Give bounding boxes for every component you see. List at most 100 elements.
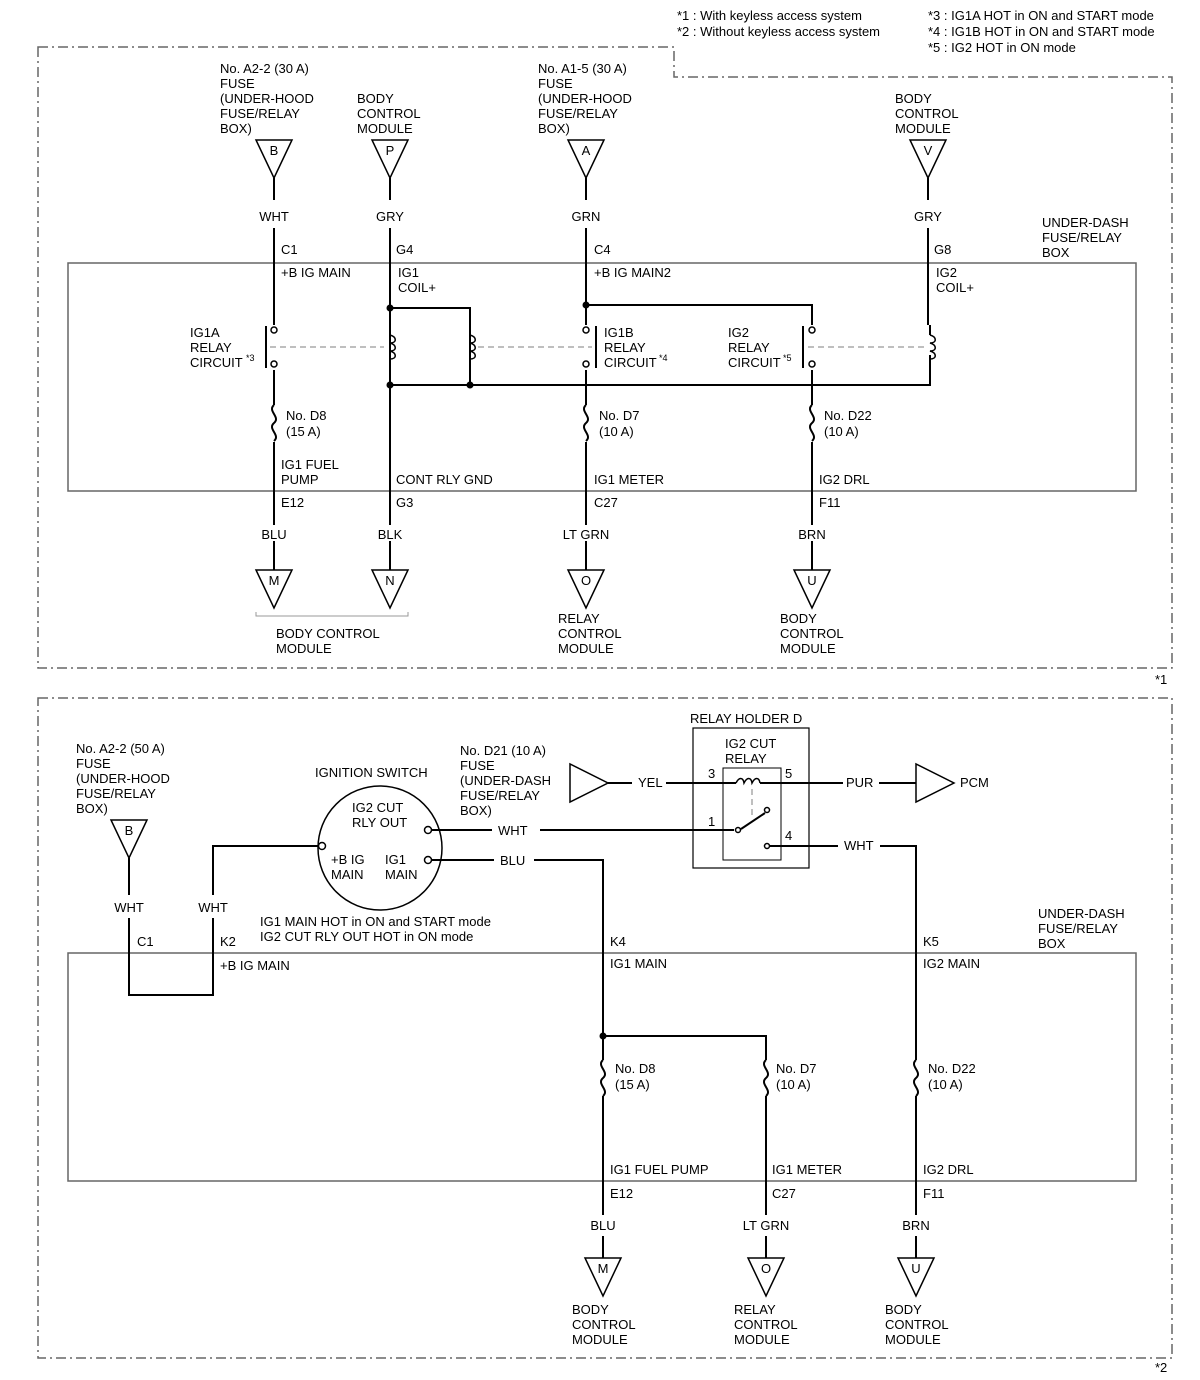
connector-u-bottom: U	[896, 1257, 936, 1298]
term-ig1-fuel-pump-bottom: IG1 FUEL PUMP	[610, 1162, 708, 1177]
ig2-cut-relay-label-2: RELAY	[725, 751, 767, 766]
svg-text:CIRCUIT: CIRCUIT	[604, 355, 657, 370]
svg-text:V: V	[924, 143, 933, 158]
svg-text:(UNDER-HOOD: (UNDER-HOOD	[538, 91, 632, 106]
box-label-bottom-3: BOX	[1038, 936, 1066, 951]
pin-c1-bottom: C1	[137, 934, 154, 949]
section-keyless-marker: *1	[1155, 672, 1167, 687]
pcm-label: PCM	[960, 775, 989, 790]
fuse-d22-bottom-icon	[913, 1059, 919, 1097]
pin-k5: K5	[923, 934, 939, 949]
pin-c4: C4	[594, 242, 611, 257]
connector-p: P	[370, 139, 410, 180]
svg-text:RELAY: RELAY	[604, 340, 646, 355]
fuse-d7-label-2: (10 A)	[599, 424, 634, 439]
wire-relay-4	[770, 845, 917, 1060]
svg-text:CONTROL: CONTROL	[780, 626, 844, 641]
connector-v: V	[908, 139, 948, 180]
svg-text:MODULE: MODULE	[734, 1332, 790, 1347]
fuse-d8-bottom-label-2: (15 A)	[615, 1077, 650, 1092]
svg-text:P: P	[386, 143, 395, 158]
note-4: *4 : IG1B HOT in ON and START mode	[928, 24, 1155, 39]
svg-text:RELAY: RELAY	[558, 611, 600, 626]
ignition-switch[interactable]: IG2 CUT RLY OUT +B IG MAIN IG1 MAIN	[317, 785, 443, 911]
connector-n: N	[370, 569, 410, 610]
svg-text:MODULE: MODULE	[572, 1332, 628, 1347]
box-label-top-1: UNDER-DASH	[1042, 215, 1129, 230]
svg-text:RELAY: RELAY	[728, 340, 770, 355]
box-label-bottom-1: UNDER-DASH	[1038, 906, 1125, 921]
fuse-d7-bottom-label-2: (10 A)	[776, 1077, 811, 1092]
fuse-d8-label-2: (15 A)	[286, 424, 321, 439]
svg-text:*3: *3	[246, 353, 255, 363]
box-label-top-3: BOX	[1042, 245, 1070, 260]
term-b-ig-main2: +B IG MAIN2	[594, 265, 671, 280]
connector-b-top: B	[254, 139, 294, 180]
svg-text:MODULE: MODULE	[357, 121, 413, 136]
wire-blu-top: BLU	[261, 527, 286, 542]
relay-pin-3: 3	[708, 766, 715, 781]
svg-text:FUSE: FUSE	[76, 756, 111, 771]
pin-g8: G8	[934, 242, 951, 257]
fuse-d22-label-2: (10 A)	[824, 424, 859, 439]
svg-text:CIRCUIT: CIRCUIT	[190, 355, 243, 370]
svg-text:(UNDER-HOOD: (UNDER-HOOD	[220, 91, 314, 106]
svg-text:FUSE/RELAY: FUSE/RELAY	[538, 106, 618, 121]
pin-f11-bottom: F11	[923, 1186, 944, 1201]
svg-text:+B IG: +B IG	[331, 852, 365, 867]
svg-text:BODY CONTROL: BODY CONTROL	[276, 626, 380, 641]
pin-e12-top: E12	[281, 495, 304, 510]
wire-lt-grn-top: LT GRN	[563, 527, 609, 542]
ignition-switch-title: IGNITION SWITCH	[315, 765, 428, 780]
svg-text:CONTROL: CONTROL	[885, 1317, 949, 1332]
svg-text:RELAY: RELAY	[734, 1302, 776, 1317]
wire-wht-b: WHT	[114, 900, 144, 915]
term-ig1-fuel-pump-2: PUMP	[281, 472, 319, 487]
svg-text:No. A1-5 (30 A): No. A1-5 (30 A)	[538, 61, 627, 76]
svg-text:MODULE: MODULE	[895, 121, 951, 136]
svg-text:CONTROL: CONTROL	[558, 626, 622, 641]
term-ig2-drl-top: IG2 DRL	[819, 472, 870, 487]
term-ig1-fuel-pump-1: IG1 FUEL	[281, 457, 339, 472]
connector-a: A	[566, 139, 606, 180]
wire-grn: GRN	[572, 209, 601, 224]
wire-wht-out: WHT	[498, 823, 528, 838]
svg-text:FUSE/RELAY: FUSE/RELAY	[220, 106, 300, 121]
svg-text:BODY: BODY	[895, 91, 932, 106]
svg-text:BODY: BODY	[885, 1302, 922, 1317]
svg-text:BODY: BODY	[572, 1302, 609, 1317]
connector-m-bottom: M	[583, 1257, 623, 1298]
svg-text:IG1: IG1	[385, 852, 406, 867]
relay-pin-4: 4	[785, 828, 792, 843]
pin-g4: G4	[396, 242, 413, 257]
term-ig1-main: IG1 MAIN	[610, 956, 667, 971]
fuse-d21-label: No. D21 (10 A) FUSE (UNDER-DASH FUSE/REL…	[460, 743, 551, 818]
note-3: *3 : IG1A HOT in ON and START mode	[928, 8, 1154, 23]
ig2-cut-relay-coil-icon	[735, 777, 761, 786]
term-b-ig-main-bottom: +B IG MAIN	[220, 958, 290, 973]
section-no-keyless-border	[37, 697, 1173, 1359]
fuse-d7-label-1: No. D7	[599, 408, 639, 423]
wire-blu-ig1: BLU	[500, 853, 525, 868]
pin-k2: K2	[220, 934, 236, 949]
svg-text:MAIN: MAIN	[385, 867, 418, 882]
wire-wht-k2: WHT	[198, 900, 228, 915]
relay-holder-d	[692, 727, 810, 869]
under-dash-fuse-box-top	[67, 262, 1137, 492]
term-ig2-main: IG2 MAIN	[923, 956, 980, 971]
wire-ig1-main	[432, 859, 604, 1060]
relay-holder-label: RELAY HOLDER D	[690, 711, 802, 726]
fuse-d22-icon	[809, 404, 815, 442]
fuse-d8-label-1: No. D8	[286, 408, 326, 423]
bcm-p-label: BODY CONTROL MODULE	[357, 91, 421, 136]
box-label-bottom-2: FUSE/RELAY	[1038, 921, 1118, 936]
svg-text:CONTROL: CONTROL	[734, 1317, 798, 1332]
dest-bcm-m-bottom: BODY CONTROL MODULE	[572, 1302, 636, 1347]
svg-text:IG1B: IG1B	[604, 325, 634, 340]
svg-text:No. A2-2 (30 A): No. A2-2 (30 A)	[220, 61, 309, 76]
wire-gry-1: GRY	[376, 209, 404, 224]
fuse-d22-label-1: No. D22	[824, 408, 872, 423]
connector-m-top: M	[254, 569, 294, 610]
pin-k4: K4	[610, 934, 626, 949]
